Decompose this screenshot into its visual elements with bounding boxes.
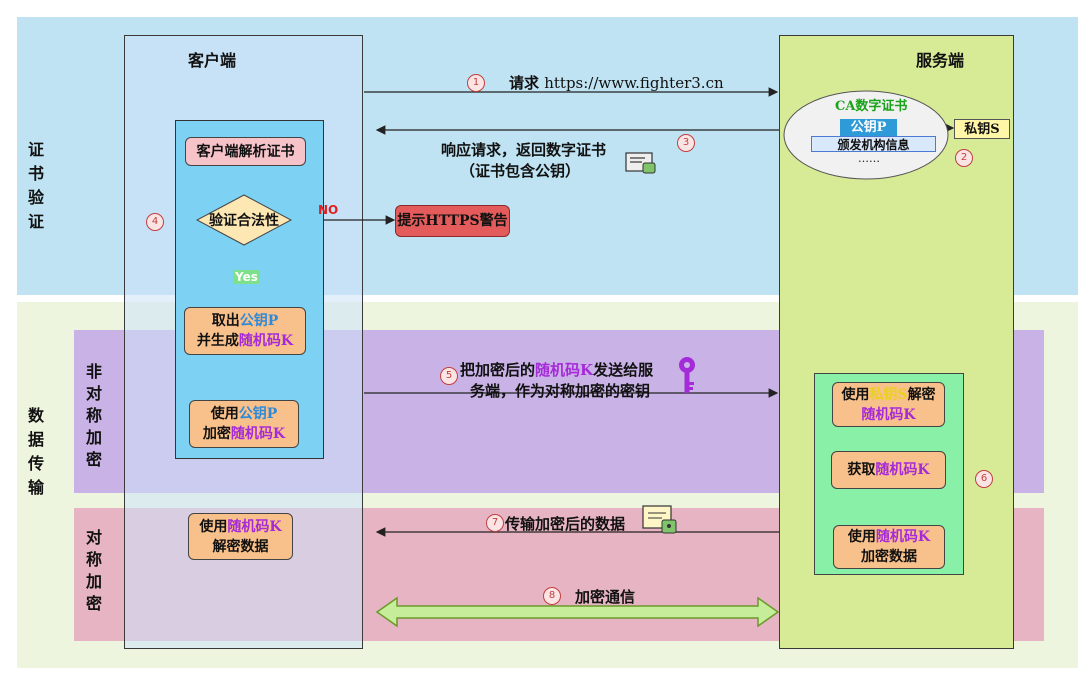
pubkey-label: 公钥P xyxy=(239,313,279,329)
server-decrypt-node: 使用私钥S解密 随机码K xyxy=(832,382,945,427)
section-label-asymmetric: 非对称加密 xyxy=(85,362,104,469)
step-1-prefix: 请求 xyxy=(509,74,545,92)
take-label: 取出 xyxy=(211,313,240,329)
gen-label: 并生成 xyxy=(196,333,239,349)
step-8-badge: 8 xyxy=(543,587,561,605)
step-5-key: 随机码K xyxy=(535,361,594,379)
decrypt-data-node: 使用随机码K 解密数据 xyxy=(188,513,293,560)
client-title: 客户端 xyxy=(188,51,237,70)
key-icon xyxy=(679,357,695,393)
yes-label: Yes xyxy=(233,270,260,284)
server-get-node: 获取随机码K xyxy=(831,451,946,489)
parse-cert-node: 客户端解析证书 xyxy=(185,137,306,166)
step-6-badge: 6 xyxy=(975,470,993,488)
section-label-cert-verify: 证书验证 xyxy=(27,140,46,231)
step-7-badge: 7 xyxy=(486,514,504,532)
ca-ellipsis: …… xyxy=(858,152,880,165)
randkey-label-3: 随机码K xyxy=(227,518,282,535)
step-4-badge: 4 xyxy=(146,213,164,231)
section-label-data-transfer: 数据传输 xyxy=(27,406,46,497)
randkey-label-6: 随机码K xyxy=(875,529,931,545)
decrypt-label: 解密 xyxy=(907,386,936,403)
step-3-line2: （证书包含公钥） xyxy=(460,162,581,180)
step-1-text: 请求 https://www.fighter3.cn xyxy=(509,72,724,93)
ca-pubkey: 公钥P xyxy=(840,119,897,136)
step-5-line1: 把加密后的随机码K发送给服 xyxy=(460,359,653,380)
privkey-inline: 私钥S xyxy=(869,386,908,403)
get-label: 获取 xyxy=(847,462,876,478)
take-pubkey-node: 取出公钥P 并生成随机码K xyxy=(184,307,306,355)
step-2-badge: 2 xyxy=(955,149,973,167)
verify-label: 验证合法性 xyxy=(209,213,279,229)
use-label: 使用 xyxy=(210,406,239,422)
private-key-box: 私钥S xyxy=(954,119,1010,139)
no-label: NO xyxy=(318,203,339,217)
encrypt-data-label: 加密数据 xyxy=(861,549,917,565)
randkey-label: 随机码K xyxy=(238,333,294,349)
server-title: 服务端 xyxy=(916,51,965,70)
randkey-label-5: 随机码K xyxy=(875,462,930,478)
step-3-line1: 响应请求，返回数字证书 xyxy=(441,141,607,159)
section-label-symmetric: 对称加密 xyxy=(85,528,104,613)
step-7-text: 传输加密后的数据 xyxy=(505,515,626,533)
step-1-badge: 1 xyxy=(467,74,485,92)
https-warning-node: 提示HTTPS警告 xyxy=(395,205,510,237)
encrypt-randkey-node: 使用公钥P 加密随机码K xyxy=(189,400,299,448)
step-3-badge: 3 xyxy=(677,134,695,152)
step-8-text: 加密通信 xyxy=(575,588,636,606)
step-5-b: 发送给服 xyxy=(593,361,654,379)
step-1-url: https://www.fighter3.cn xyxy=(544,74,724,92)
cert-icon xyxy=(625,152,656,174)
use-label-2: 使用 xyxy=(199,518,228,535)
step-5-line2: 务端，作为对称加密的密钥 xyxy=(470,382,651,400)
server-encrypt-node: 使用随机码K 加密数据 xyxy=(833,525,945,569)
randkey-label-2: 随机码K xyxy=(230,426,286,442)
use-label-3: 使用 xyxy=(841,386,870,403)
verify-diamond: 验证合法性 xyxy=(196,194,292,246)
encrypt-label: 加密 xyxy=(202,426,231,442)
ca-cert-title: CA数字证书 xyxy=(835,99,908,114)
decrypt-data-label: 解密数据 xyxy=(212,538,269,555)
use-label-4: 使用 xyxy=(847,529,876,545)
step-5-badge: 5 xyxy=(440,367,458,385)
pubkey-label-2: 公钥P xyxy=(238,406,278,422)
scroll-icon xyxy=(642,505,677,534)
double-arrow-icon xyxy=(375,596,780,628)
randkey-label-4: 随机码K xyxy=(861,406,916,423)
step-5-a: 把加密后的 xyxy=(460,361,536,379)
ca-issuer: 颁发机构信息 xyxy=(811,136,936,152)
